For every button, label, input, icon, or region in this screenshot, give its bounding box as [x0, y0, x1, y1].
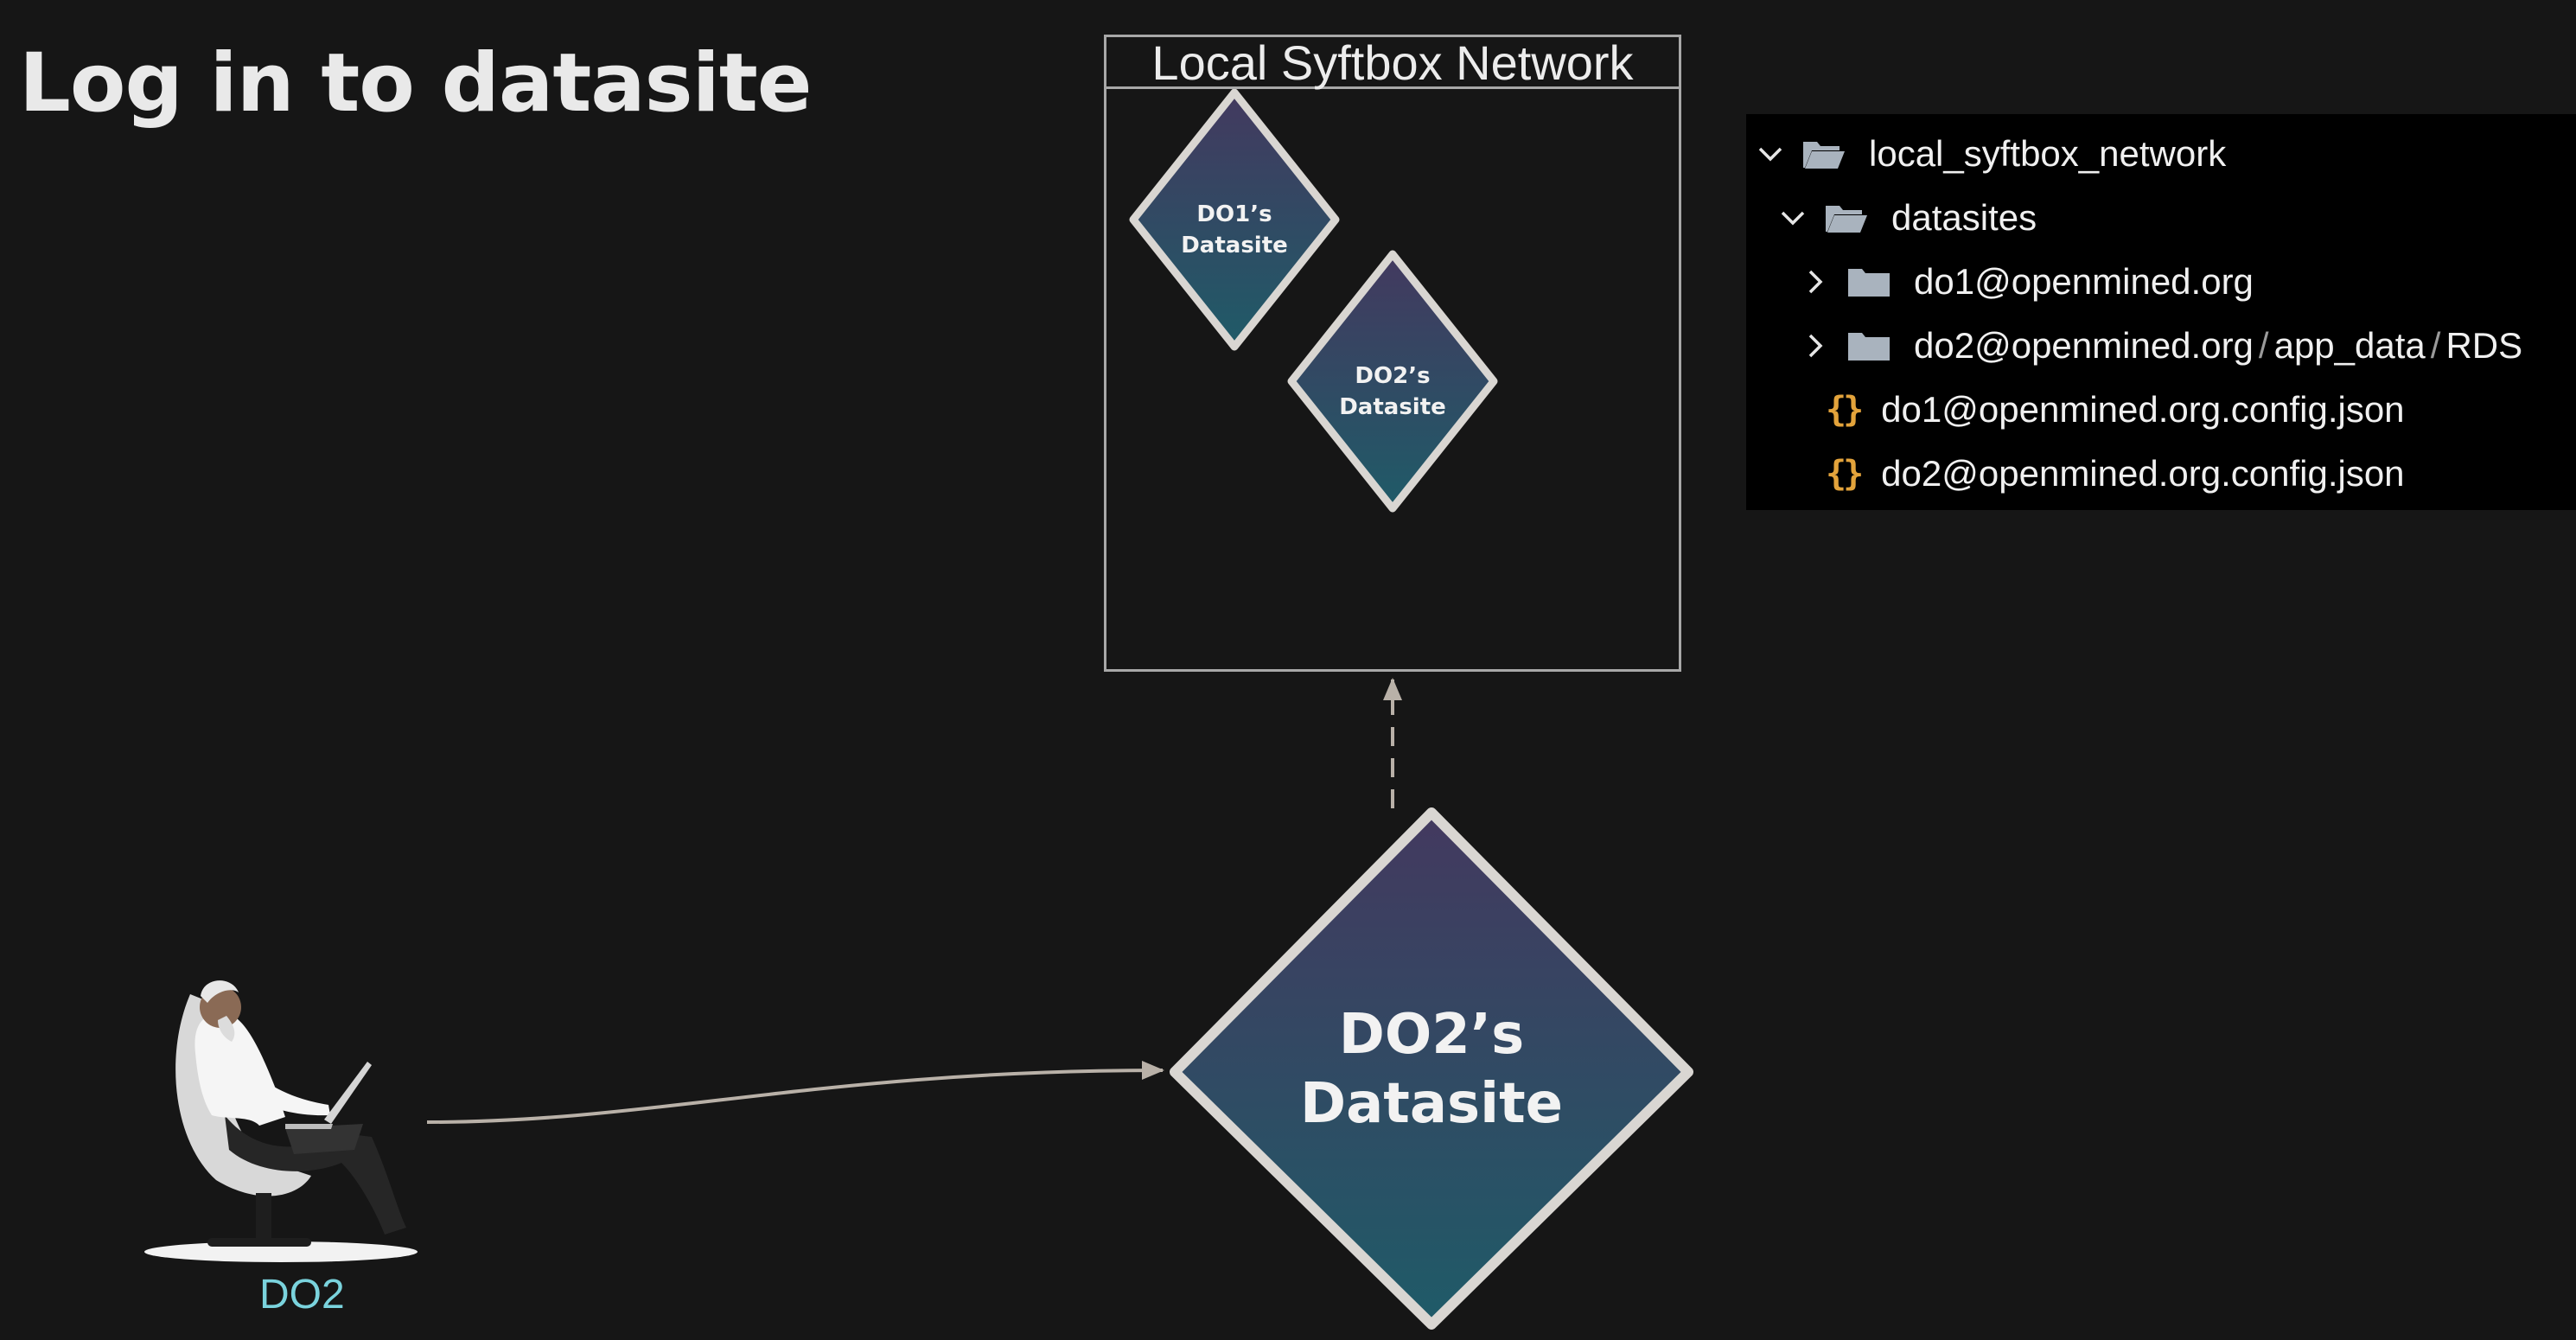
tree-item-do1-config[interactable]: {} do1@openmined.org.config.json: [1826, 384, 2405, 436]
do2-datasite-main-label: DO2’s Datasite: [1259, 1000, 1604, 1139]
do1-datasite-line2: Datasite: [1181, 233, 1288, 258]
do2-datasite-small-line2: Datasite: [1339, 394, 1446, 420]
chevron-down-icon[interactable]: [1755, 138, 1786, 169]
do2-datasite-small-diamond: [1287, 250, 1498, 513]
chevron-right-icon[interactable]: [1800, 266, 1831, 297]
tree-item-datasites[interactable]: datasites: [1777, 192, 2037, 244]
folder-open-icon: [1826, 206, 1867, 233]
login-arrow: [426, 1061, 1164, 1124]
tree-item-do2-config-label: do2@openmined.org.config.json: [1881, 453, 2405, 494]
do1-datasite-diamond: [1129, 88, 1340, 351]
tree-item-do2-folder-part1: do2@openmined.org: [1914, 325, 2254, 366]
tree-item-do1-folder-label: do1@openmined.org: [1914, 261, 2254, 302]
folder-open-icon: [1803, 142, 1845, 169]
file-tree-panel: local_syftbox_network datasites do1@open…: [1746, 114, 2576, 510]
do1-datasite-label: DO1’s Datasite: [1174, 199, 1295, 261]
folder-icon: [1848, 333, 1890, 361]
folder-icon: [1848, 269, 1890, 297]
local-network-box: Local Syftbox Network: [1104, 35, 1681, 672]
user-label: DO2: [259, 1272, 345, 1318]
chevron-down-icon[interactable]: [1777, 202, 1808, 233]
json-file-icon: {}: [1826, 390, 1864, 430]
tree-item-do1-folder[interactable]: do1@openmined.org: [1800, 256, 2254, 308]
do2-datasite-main-diamond: [1170, 807, 1693, 1330]
person-illustration: [144, 980, 418, 1262]
path-separator: /: [2258, 325, 2269, 366]
chevron-right-icon[interactable]: [1800, 330, 1831, 361]
tree-item-do2-folder-part3: RDS: [2445, 325, 2523, 366]
tree-item-do2-folder[interactable]: do2@openmined.org / app_data / RDS: [1800, 320, 2522, 372]
tree-item-root[interactable]: local_syftbox_network: [1755, 128, 2226, 180]
path-separator: /: [2430, 325, 2441, 366]
do2-datasite-main-line1: DO2’s: [1338, 1003, 1525, 1067]
do2-datasite-small-line1: DO2’s: [1355, 363, 1431, 389]
do2-datasite-small-label: DO2’s Datasite: [1332, 361, 1453, 423]
slide-title: Log in to datasite: [19, 36, 813, 131]
tree-item-datasites-label: datasites: [1891, 197, 2037, 238]
json-file-icon: {}: [1826, 454, 1864, 494]
do1-datasite-line1: DO1’s: [1196, 201, 1272, 227]
network-title: Local Syftbox Network: [1106, 37, 1679, 89]
do2-datasite-main-line2: Datasite: [1299, 1072, 1564, 1136]
tree-item-do1-config-label: do1@openmined.org.config.json: [1881, 389, 2405, 430]
tree-item-root-label: local_syftbox_network: [1869, 133, 2227, 174]
tree-item-do2-config[interactable]: {} do2@openmined.org.config.json: [1826, 448, 2405, 500]
tree-item-do2-folder-part2: app_data: [2273, 325, 2426, 366]
